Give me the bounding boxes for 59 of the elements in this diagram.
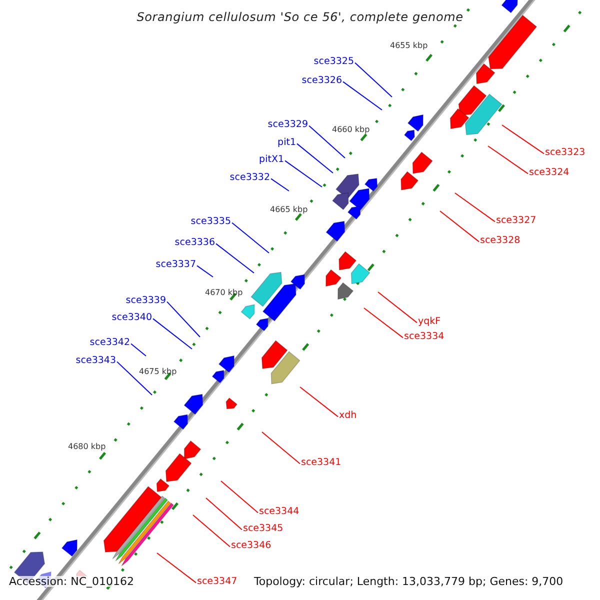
scale-label: 4655 kbp (390, 42, 428, 50)
leader-line (206, 498, 242, 530)
scale-label: 4670 kbp (205, 289, 243, 297)
leader-line (296, 143, 334, 174)
leader-line (116, 361, 152, 396)
leader-line (378, 292, 418, 324)
leader-line (216, 243, 254, 274)
gene-label: sce3327 (496, 216, 536, 226)
scale-label: 4680 kbp (68, 443, 106, 451)
scale-label: 4665 kbp (270, 206, 308, 214)
leader-line (454, 192, 496, 222)
gene-label: sce3335 (190, 217, 231, 226)
leader-line (232, 222, 270, 254)
gene-label: sce3346 (231, 541, 272, 550)
leader-line (284, 160, 322, 188)
leader-line (192, 514, 230, 548)
gene-label: sce3323 (545, 148, 586, 158)
gene-label: pit1 (278, 138, 296, 148)
gene-label: sce3324 (529, 168, 570, 178)
gene-label: sce3325 (314, 57, 354, 66)
genome-summary-text: Topology: circular; Length: 13,033,779 bp; Genes: 9,700 (254, 576, 564, 587)
gene-label: sce3336 (174, 238, 215, 248)
gene-label: sce3326 (302, 76, 342, 86)
leader-line (300, 386, 338, 418)
leader-line (166, 301, 200, 338)
leader-line (152, 318, 192, 350)
scale-label: 4675 kbp (139, 368, 177, 376)
gene-label: pitX1 (259, 155, 284, 164)
gene-label: sce3344 (259, 507, 300, 516)
gene-label: sce3342 (90, 338, 130, 348)
leader-line (220, 480, 258, 514)
scale-label: 4660 kbp (332, 126, 370, 134)
gene-label: sce3347 (197, 577, 238, 586)
leader-line (308, 125, 346, 158)
gene-label: sce3339 (126, 296, 166, 306)
gene-label: sce3332 (230, 173, 270, 182)
gene-label: sce3329 (268, 120, 308, 130)
leader-line (488, 146, 528, 174)
leader-line (270, 178, 290, 192)
gene-label: sce3337 (156, 260, 196, 270)
leader-line (342, 81, 382, 110)
gene-label: sce3341 (301, 458, 342, 468)
leader-line (440, 210, 480, 242)
gene-label: yqkF (418, 317, 441, 326)
leader-line (502, 124, 544, 154)
gene-label: sce3345 (243, 524, 284, 534)
gene-label: sce3340 (112, 313, 152, 322)
gene-label: xdh (339, 411, 357, 420)
leader-line (364, 308, 404, 338)
leader-line (130, 343, 146, 356)
gene-label: sce3343 (76, 356, 116, 366)
gene-label: sce3334 (404, 332, 444, 342)
leader-line (156, 552, 196, 584)
leader-line (196, 265, 214, 278)
gene-label: sce3328 (480, 236, 520, 246)
title: Sorangium cellulosum 'So ce 56', complete genome (136, 11, 464, 23)
leader-line (354, 62, 392, 98)
accession-text: Accession: NC_010162 (9, 576, 134, 587)
leader-line (262, 432, 300, 464)
